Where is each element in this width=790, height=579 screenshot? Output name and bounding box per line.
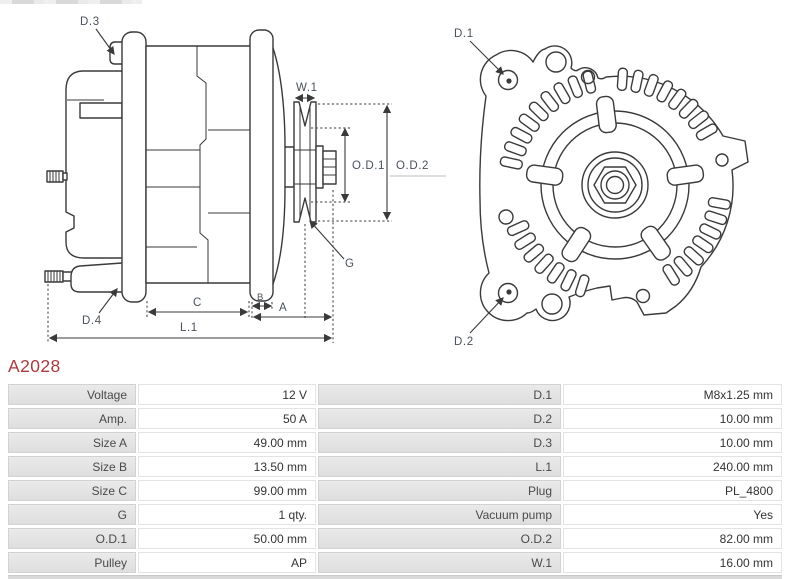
spec-value-cell: M8x1.25 mm (563, 384, 782, 405)
spec-value-cell: 49.00 mm (138, 432, 316, 453)
front-view-drawing: D.1 D.2 (454, 28, 749, 348)
spec-value-cell: 50 A (138, 408, 316, 429)
dimension-label-a: A (279, 302, 287, 314)
shaft-collar (284, 146, 295, 188)
spec-value-cell: 82.00 mm (563, 528, 782, 549)
spec-label-cell: Vacuum pump (318, 504, 561, 525)
spec-value-cell: PL_4800 (563, 480, 782, 501)
spec-value-cell: 12 V (138, 384, 316, 405)
spec-value-cell: 10.00 mm (563, 432, 782, 453)
specifications-table: Voltage 12 V D.1 M8x1.25 mm Amp. 50 A D.… (8, 384, 782, 573)
d2-mounting-hole (497, 282, 519, 304)
spec-row: Amp. 50 A D.2 10.00 mm (8, 408, 782, 429)
mounting-holes (497, 51, 729, 315)
spec-value-cell: 50.00 mm (138, 528, 316, 549)
spec-value-cell: 240.00 mm (563, 456, 782, 477)
spec-label-cell: Size B (8, 456, 136, 477)
spec-row: Size A 49.00 mm D.3 10.00 mm (8, 432, 782, 453)
dimension-label-b: B (257, 292, 264, 303)
spec-label-cell: Voltage (8, 384, 136, 405)
spec-label-cell: W.1 (318, 552, 561, 573)
spec-label-cell: O.D.2 (318, 528, 561, 549)
dimension-label-d4: D.4 (82, 315, 102, 327)
dimension-label-c: C (193, 297, 202, 309)
cooling-fins (499, 67, 732, 298)
regulator-tab (79, 102, 123, 119)
bracket-spokes (525, 95, 705, 263)
spec-row: Size C 99.00 mm Plug PL_4800 (8, 480, 782, 501)
lower-mounting-stud (44, 262, 123, 293)
spec-value-cell: 99.00 mm (138, 480, 316, 501)
drive-end-cone (272, 47, 286, 285)
spec-label-cell: D.3 (318, 432, 561, 453)
stator-body (145, 45, 253, 284)
spec-row: Voltage 12 V D.1 M8x1.25 mm (8, 384, 782, 405)
lower-lug (70, 262, 123, 293)
spec-value-cell: Yes (563, 504, 782, 525)
spec-label-cell: Size C (8, 480, 136, 501)
spec-value-cell: 10.00 mm (563, 408, 782, 429)
spec-row: G 1 qty. Vacuum pump Yes (8, 504, 782, 525)
spec-label-cell: Amp. (8, 408, 136, 429)
spec-label-cell: L.1 (318, 456, 561, 477)
d1-mounting-hole (497, 69, 519, 91)
spec-label-cell: D.1 (318, 384, 561, 405)
dimension-label-d3: D.3 (80, 16, 100, 28)
hub-inner (587, 157, 643, 213)
spec-label-cell: G (8, 504, 136, 525)
d3-ear (109, 41, 122, 65)
dimension-label-l1: L.1 (180, 322, 198, 334)
spec-row: Pulley AP W.1 16.00 mm (8, 552, 782, 573)
spec-value-cell: 13.50 mm (138, 456, 316, 477)
dimension-label-d1: D.1 (454, 28, 474, 40)
dimension-label-g: G (345, 258, 355, 270)
spec-value-cell: 1 qty. (138, 504, 316, 525)
dimension-label-w1: W.1 (296, 82, 318, 94)
spec-label-cell: Plug (318, 480, 561, 501)
pulley (293, 101, 317, 223)
front-flange (249, 29, 274, 302)
spec-value-cell: AP (138, 552, 316, 573)
alternator-technical-drawing: D.3 D.4 W.1 O.D.1 O.D.2 G C B (44, 16, 749, 348)
spec-value-cell: 16.00 mm (563, 552, 782, 573)
spec-label-cell: Size A (8, 432, 136, 453)
side-view-drawing: D.3 D.4 W.1 O.D.1 O.D.2 G C B (44, 16, 446, 343)
dimension-label-od1: O.D.1 (352, 160, 385, 172)
dimension-label-d2: D.2 (454, 336, 474, 348)
dimension-label-od2: O.D.2 (396, 160, 429, 172)
mounting-flange (121, 31, 147, 303)
terminal-stud (46, 170, 68, 183)
spec-label-cell: Pulley (8, 552, 136, 573)
spec-label-cell: D.2 (318, 408, 561, 429)
dimension-annotations: D.3 D.4 W.1 O.D.1 O.D.2 G C B (47, 16, 446, 343)
pulley-washer (315, 145, 324, 189)
cropped-top-artifact (0, 0, 142, 4)
spec-label-cell: O.D.1 (8, 528, 136, 549)
cutoff-next-row (8, 575, 782, 579)
rear-housing (65, 70, 122, 259)
part-number: A2028 (8, 356, 61, 376)
spec-row: Size B 13.50 mm L.1 240.00 mm (8, 456, 782, 477)
spec-row: O.D.1 50.00 mm O.D.2 82.00 mm (8, 528, 782, 549)
